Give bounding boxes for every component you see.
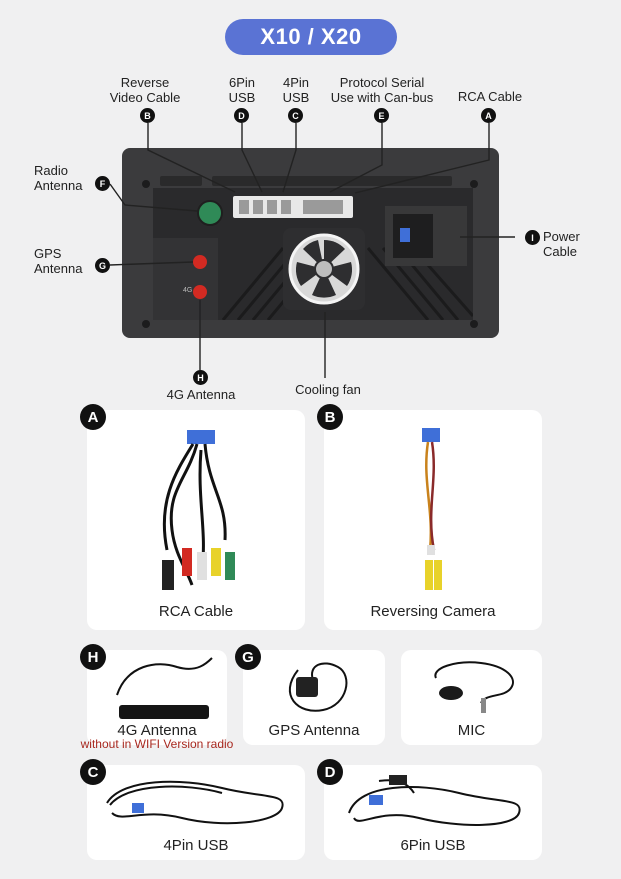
callout-gps-antenna: GPS Antenna xyxy=(34,246,104,276)
marker-a-letter: A xyxy=(485,110,492,121)
callout-4pin-line1: 4Pin xyxy=(282,75,310,90)
card-marker-b: B xyxy=(317,404,343,430)
marker-g-letter: G xyxy=(98,260,106,271)
card-marker-c-letter: C xyxy=(87,763,99,781)
callout-radio-antenna: Radio Antenna xyxy=(34,163,104,193)
4g-antenna-image xyxy=(116,657,213,719)
marker-i: I xyxy=(525,230,540,245)
marker-a: A xyxy=(481,108,496,123)
marker-g: G xyxy=(95,258,110,273)
marker-e-letter: E xyxy=(378,110,385,121)
card-4pin-label: 4Pin USB xyxy=(163,837,229,854)
card-marker-b-letter: B xyxy=(324,408,336,426)
cooling-fan-icon xyxy=(288,233,360,305)
gps-antenna-image xyxy=(288,662,348,712)
callout-gps-line2: Antenna xyxy=(34,261,83,276)
marker-h: H xyxy=(193,370,208,385)
marker-i-letter: I xyxy=(531,232,534,243)
model-title: X10 / X20 xyxy=(225,19,397,55)
callout-rca-line1: RCA Cable xyxy=(457,89,523,104)
card-marker-h: H xyxy=(80,644,106,670)
card-gps-antenna: GPS Antenna xyxy=(243,650,385,745)
marker-f: F xyxy=(95,176,110,191)
callout-fan-line1: Cooling fan xyxy=(295,382,361,397)
card-marker-d-letter: D xyxy=(324,763,336,781)
callout-4pin-line2: USB xyxy=(282,90,310,105)
model-title-text: X10 / X20 xyxy=(260,24,362,49)
callout-gps-line1: GPS xyxy=(34,246,62,261)
card-marker-a-letter: A xyxy=(87,408,99,426)
card-marker-c: C xyxy=(80,759,106,785)
card-marker-h-letter: H xyxy=(87,648,99,666)
callout-4g-line1: 4G Antenna xyxy=(166,387,236,402)
gps-antenna-port xyxy=(193,255,207,269)
callout-6pin-line2: USB xyxy=(228,90,256,105)
card-reversing-camera: Reversing Camera xyxy=(324,410,542,630)
card-6pin-label: 6Pin USB xyxy=(400,837,466,854)
radio-antenna-port xyxy=(197,200,223,226)
cooling-fan-housing xyxy=(283,228,365,310)
marker-b-letter: B xyxy=(144,110,151,121)
card-marker-a: A xyxy=(80,404,106,430)
4pin-usb-cable-image xyxy=(106,780,284,825)
rca-cable-image xyxy=(162,430,235,590)
card-mic: MIC xyxy=(401,650,542,745)
callout-protocol-serial: Protocol Serial Use with Can-bus xyxy=(318,75,446,105)
marker-c: C xyxy=(288,108,303,123)
marker-d: D xyxy=(234,108,249,123)
reversing-camera-cable-image xyxy=(422,428,442,590)
marker-e: E xyxy=(374,108,389,123)
port-label-4g: 4G xyxy=(183,287,193,294)
callout-6pin-line1: 6Pin xyxy=(228,75,256,90)
marker-d-letter: D xyxy=(238,110,245,121)
callout-power-line2: Cable xyxy=(543,244,577,259)
callout-radio-line1: Radio xyxy=(34,163,68,178)
callout-power-line1: Power xyxy=(543,229,580,244)
card-reversing-label: Reversing Camera xyxy=(370,603,496,620)
card-4pin-usb: 4Pin USB xyxy=(87,765,305,860)
callout-4g-antenna: 4G Antenna xyxy=(155,387,247,402)
4g-availability-note: without in WIFI Version radio xyxy=(80,737,234,751)
card-4g-antenna: 4G Antenna xyxy=(87,650,227,745)
4g-antenna-port xyxy=(193,285,207,299)
card-gps-label: GPS Antenna xyxy=(268,722,360,739)
card-mic-label: MIC xyxy=(457,722,486,739)
callout-cooling-fan: Cooling fan xyxy=(282,382,374,397)
callout-protocol-line2: Use with Can-bus xyxy=(330,90,434,105)
mic-image xyxy=(434,661,514,713)
card-4g-label: 4G Antenna xyxy=(117,722,197,739)
card-marker-d: D xyxy=(317,759,343,785)
card-marker-g-letter: G xyxy=(242,648,254,666)
callout-protocol-line1: Protocol Serial xyxy=(339,75,425,90)
callout-reverse-video-line2: Video Cable xyxy=(109,90,181,105)
card-6pin-usb: 6Pin USB xyxy=(324,765,542,860)
marker-c-letter: C xyxy=(292,110,299,121)
callout-6pin-usb: 6Pin USB xyxy=(221,75,263,105)
marker-h-letter: H xyxy=(197,372,204,383)
card-rca-label: RCA Cable xyxy=(158,603,234,620)
card-marker-g: G xyxy=(235,644,261,670)
6pin-usb-cable-image xyxy=(348,775,521,826)
marker-b: B xyxy=(140,108,155,123)
callout-rca-cable: RCA Cable xyxy=(450,89,530,104)
callout-4pin-usb: 4Pin USB xyxy=(275,75,317,105)
callout-power-cable: Power Cable xyxy=(543,229,603,259)
card-rca-cable: RCA Cable xyxy=(87,410,305,630)
callout-reverse-video: Reverse Video Cable xyxy=(100,75,190,105)
callout-reverse-video-line1: Reverse xyxy=(120,75,170,90)
callout-radio-line2: Antenna xyxy=(34,178,83,193)
marker-f-letter: F xyxy=(99,178,106,189)
